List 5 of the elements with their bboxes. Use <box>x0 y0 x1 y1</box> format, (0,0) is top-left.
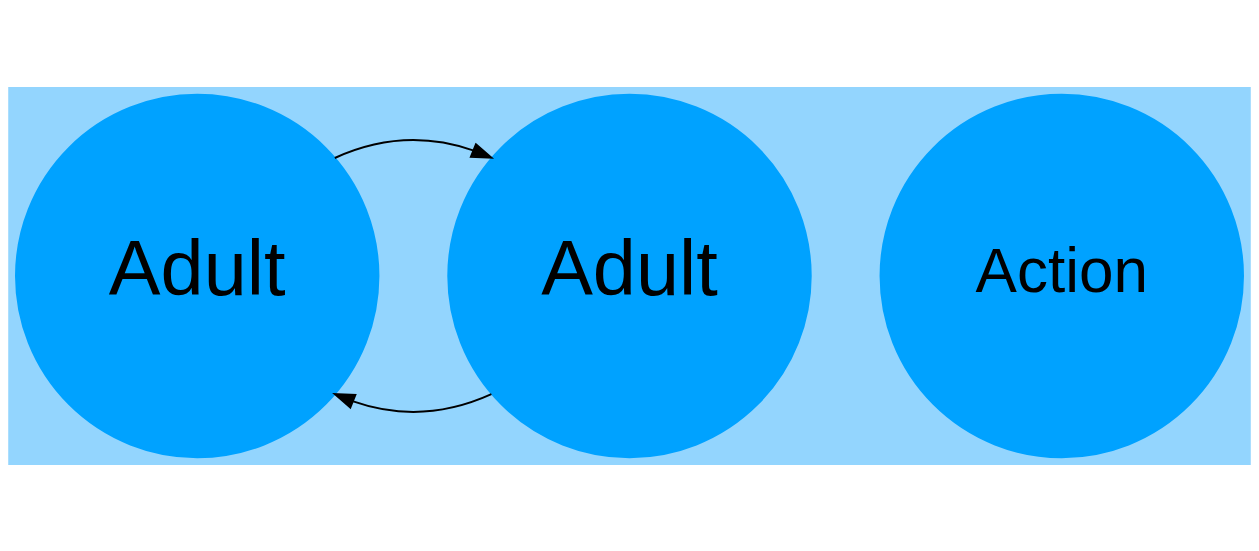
node-circle: Adult <box>447 93 812 458</box>
arrow <box>333 138 495 159</box>
node-circle: Action <box>879 93 1244 458</box>
arrow <box>332 392 493 413</box>
node-circle: Adult <box>15 93 380 458</box>
